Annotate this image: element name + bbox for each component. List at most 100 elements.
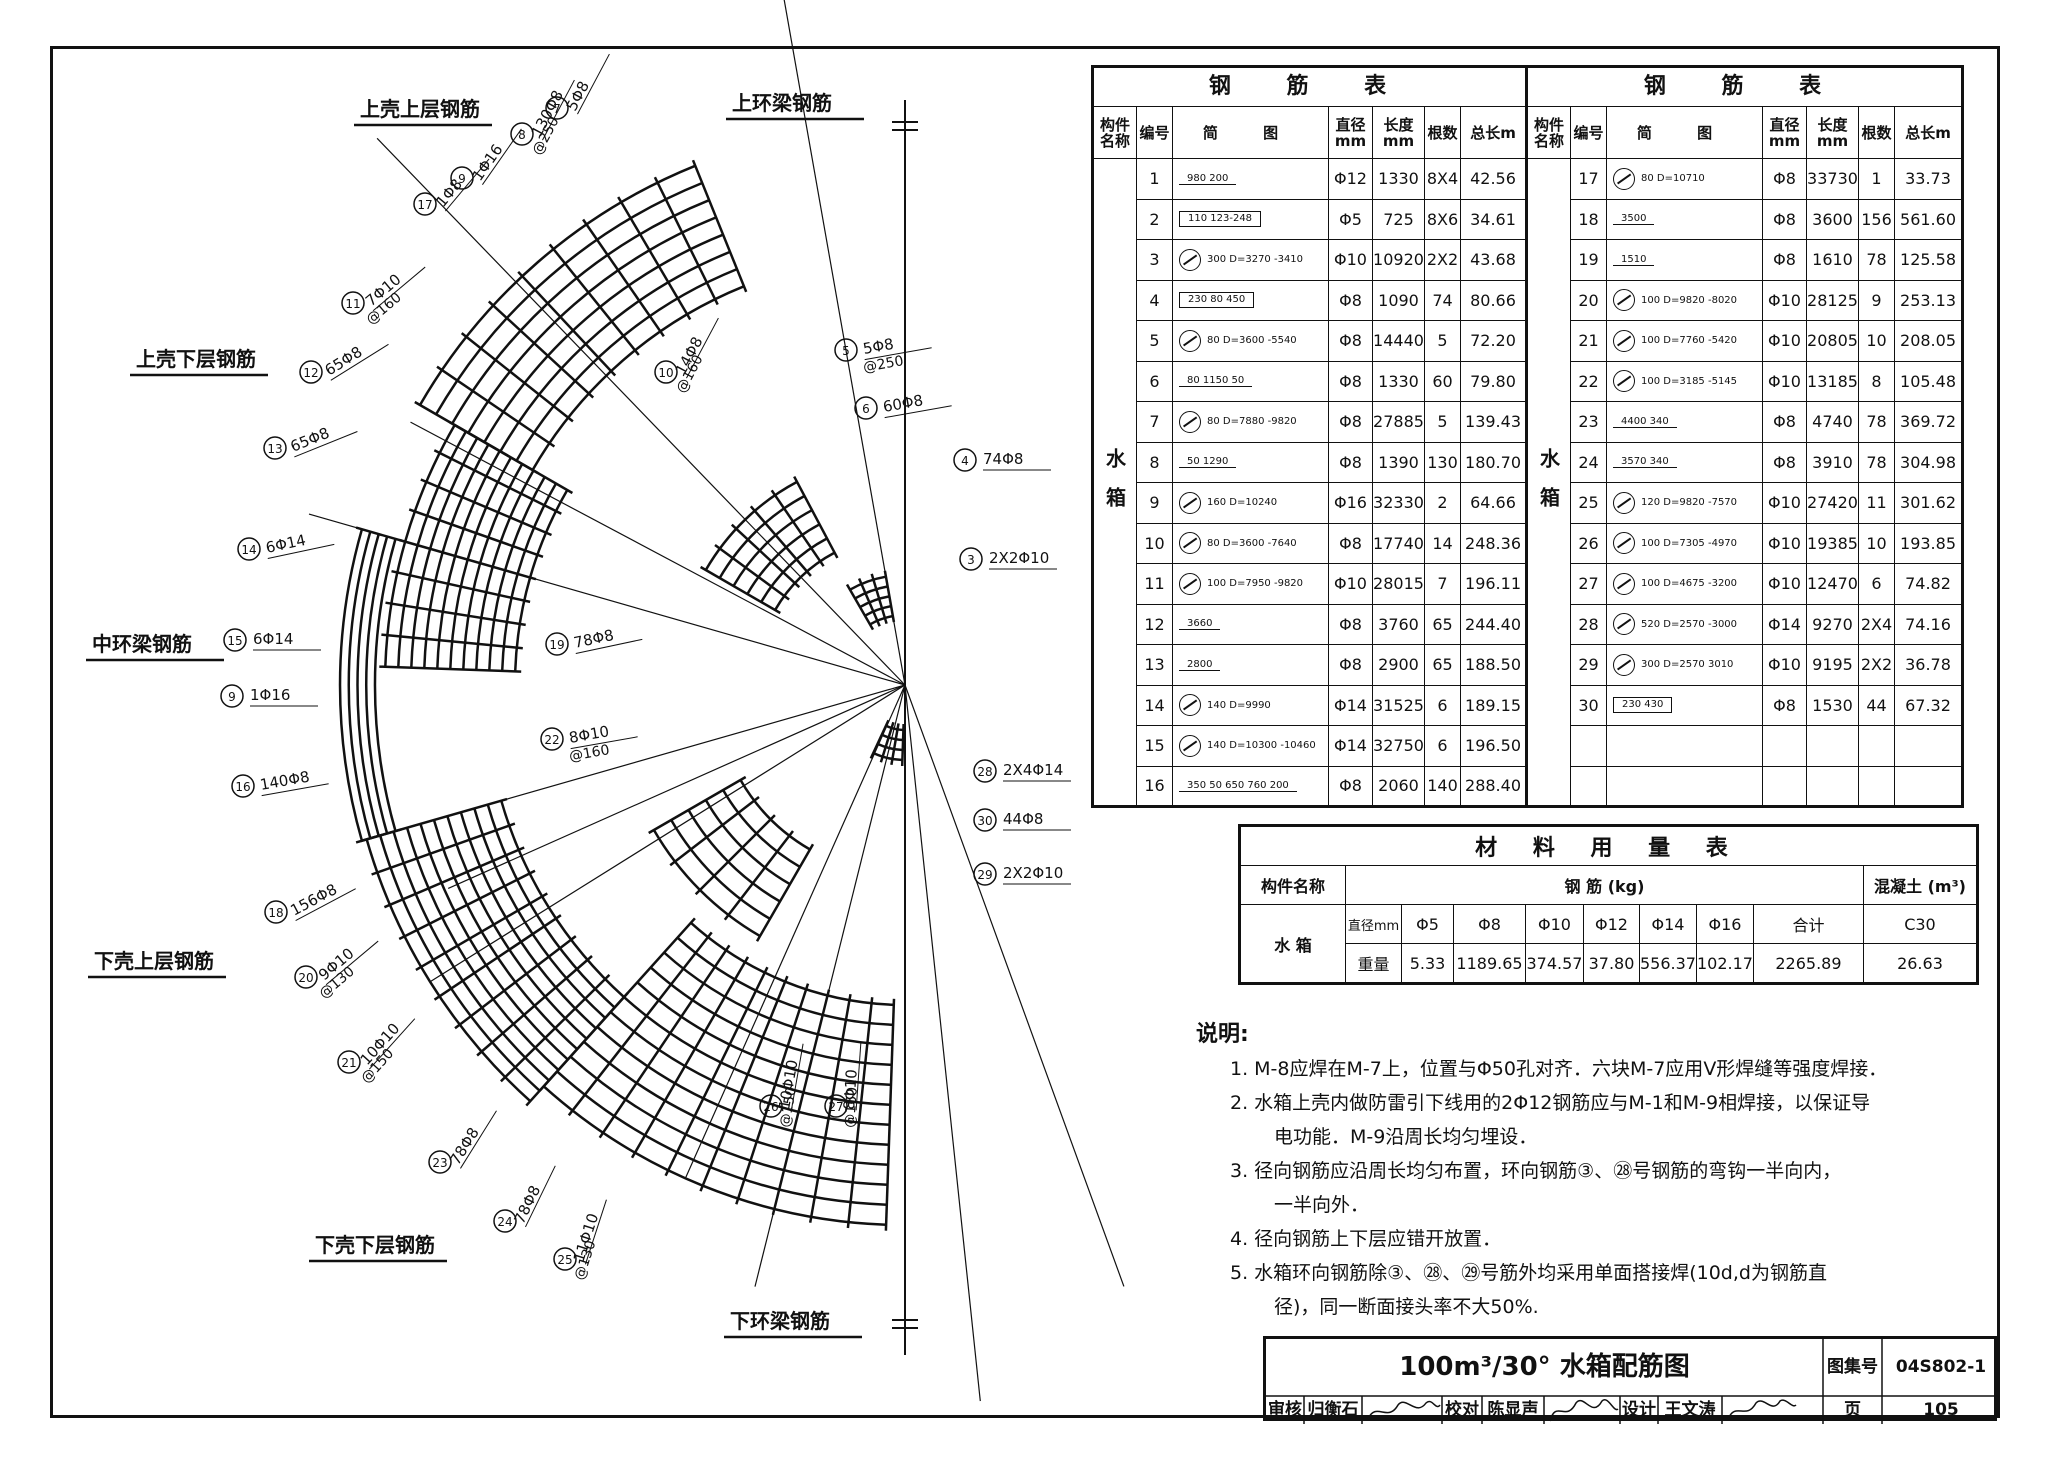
title-block-grid xyxy=(1266,1339,2000,1424)
callout-text: 60Φ8 xyxy=(882,391,925,416)
component-name: 水 箱 xyxy=(1536,447,1561,513)
total-cell: 79.80 xyxy=(1459,360,1528,402)
total-cell: 139.43 xyxy=(1459,401,1528,443)
col-header: 直径mm xyxy=(1328,106,1373,159)
upper-ring-beam-radial xyxy=(793,476,839,559)
no-cell: 3 xyxy=(1136,239,1173,281)
lower-shell-upper-radial xyxy=(500,974,611,1083)
no-cell: 21 xyxy=(1570,320,1607,362)
total-cell: 193.85 xyxy=(1893,522,1964,564)
upper-shell-upper-ring xyxy=(435,181,703,415)
sketch-cell: 140 D=10300 -10460 xyxy=(1172,725,1329,767)
total-cell: 105.48 xyxy=(1893,360,1964,402)
count-cell: 78 xyxy=(1858,401,1895,443)
sketch-cell: 80 D=3600 -5540 xyxy=(1172,320,1329,362)
sketch-label: 120 D=9820 -7570 xyxy=(1641,497,1738,509)
component-header: 构件名称 xyxy=(1239,865,1346,905)
sketch-label: 80 D=3600 -7640 xyxy=(1207,537,1297,549)
lower-shell-upper-ring xyxy=(500,800,625,999)
straight-bar-icon: 110 123-248 xyxy=(1179,211,1262,228)
straight-bar-icon: 50 1290 xyxy=(1179,456,1237,469)
len-cell: 27420 xyxy=(1806,482,1859,524)
col-header: 编号 xyxy=(1136,106,1173,159)
page-label: 页 xyxy=(1844,1400,1861,1420)
total-cell: 64.66 xyxy=(1459,482,1528,524)
bar-sketch: 980 200 xyxy=(1179,173,1328,185)
section-label: 下壳上层钢筋 xyxy=(94,949,214,973)
callout-leader xyxy=(444,158,490,212)
count-cell: 6 xyxy=(1424,725,1461,767)
count-cell: 78 xyxy=(1858,441,1895,483)
sketch-label: 100 D=7760 -5420 xyxy=(1641,335,1738,347)
total-cell: 67.32 xyxy=(1893,684,1964,726)
sketch-cell: 980 200 xyxy=(1172,158,1329,200)
sketch-label: 300 D=3270 -3410 xyxy=(1207,254,1304,266)
review-label: 审核 xyxy=(1268,1400,1302,1420)
sketch-label: 100 D=7305 -4970 xyxy=(1641,537,1738,549)
note-4: 4. 径向钢筋上下层应错开放置． xyxy=(1230,1228,1502,1250)
dia-label: 直径mm xyxy=(1345,904,1402,944)
callout-tag-circle xyxy=(545,632,569,656)
lower-shell-lower-radial xyxy=(567,931,713,1117)
ring-bar-icon xyxy=(1613,491,1635,514)
count-cell: 2 xyxy=(1424,482,1461,524)
count-cell: 140 xyxy=(1424,765,1461,807)
lower-shell-lower-radial xyxy=(808,993,852,1223)
col-header: 构件名称 xyxy=(1092,106,1137,159)
no-cell: 18 xyxy=(1570,198,1607,240)
callout-leader xyxy=(525,1165,556,1228)
no-cell: 9 xyxy=(1136,482,1173,524)
division-line xyxy=(376,137,906,686)
sketch-cell: 100 D=9820 -8020 xyxy=(1606,279,1763,321)
len-cell: 1390 xyxy=(1372,441,1425,483)
steel-header: 钢 筋 (kg) xyxy=(1345,865,1864,905)
callout-text: 8Φ10 xyxy=(840,1069,861,1111)
bar-sketch: 80 D=3600 -5540 xyxy=(1179,329,1328,352)
sketch-cell: 100 D=4675 -3200 xyxy=(1606,563,1763,605)
empty-cell xyxy=(1762,725,1807,767)
upper-shell-upper-ring xyxy=(499,250,731,453)
count-cell: 44 xyxy=(1858,684,1895,726)
dia-cell: Φ5 xyxy=(1328,198,1373,240)
lower-shell-upper-ring xyxy=(405,827,560,1071)
lower-shell-upper-ring xyxy=(392,831,550,1082)
title-block: 100m³/30° 水箱配筋图 图集号 04S802-1 审核 归衡石 校对 陈… xyxy=(1263,1336,2000,1424)
dia-cell: Φ8 xyxy=(1328,401,1373,443)
straight-bar-icon: 3660 xyxy=(1179,618,1221,631)
total-cell: 42.56 xyxy=(1459,158,1528,200)
len-cell: 14440 xyxy=(1372,320,1425,362)
callout-spacing: @160 xyxy=(568,742,611,765)
no-cell: 5 xyxy=(1136,320,1173,362)
no-cell: 24 xyxy=(1570,441,1607,483)
callout-number: 19 xyxy=(549,638,564,652)
callout-number: 3 xyxy=(967,553,975,567)
bar-sketch: 140 D=9990 xyxy=(1179,694,1328,717)
empty-cell xyxy=(1606,765,1763,807)
ring-bar-icon xyxy=(1179,572,1201,595)
len-cell: 12470 xyxy=(1806,563,1859,605)
straight-bar-icon: 4400 340 xyxy=(1613,416,1677,428)
col-header: 长度mm xyxy=(1372,106,1425,159)
upper-shell-lower-radial xyxy=(391,569,531,604)
sketch-label: 140 D=10300 -10460 xyxy=(1207,740,1316,752)
count-cell: 14 xyxy=(1424,522,1461,564)
len-cell: 3910 xyxy=(1806,441,1859,483)
callout-tag-circle xyxy=(264,900,288,924)
upper-shell-upper-radial xyxy=(436,365,556,448)
diameter-cell: Φ12 xyxy=(1583,904,1640,944)
callout-tag-circle xyxy=(540,727,564,751)
dia-cell: Φ10 xyxy=(1762,644,1807,686)
upper-ring-beam-ring xyxy=(774,551,836,611)
concrete-header: 混凝土 (m³) xyxy=(1862,865,1978,905)
diameter-cell: Φ14 xyxy=(1639,904,1697,944)
callout-leader xyxy=(884,405,952,419)
callout-text: 5Φ8 xyxy=(862,335,896,358)
lower-shell-upper-ring xyxy=(378,835,541,1092)
callout-number: 14 xyxy=(241,543,256,557)
lower-shell-lower-radial xyxy=(884,998,896,1231)
lower-shell-lower-ring xyxy=(690,921,894,1007)
